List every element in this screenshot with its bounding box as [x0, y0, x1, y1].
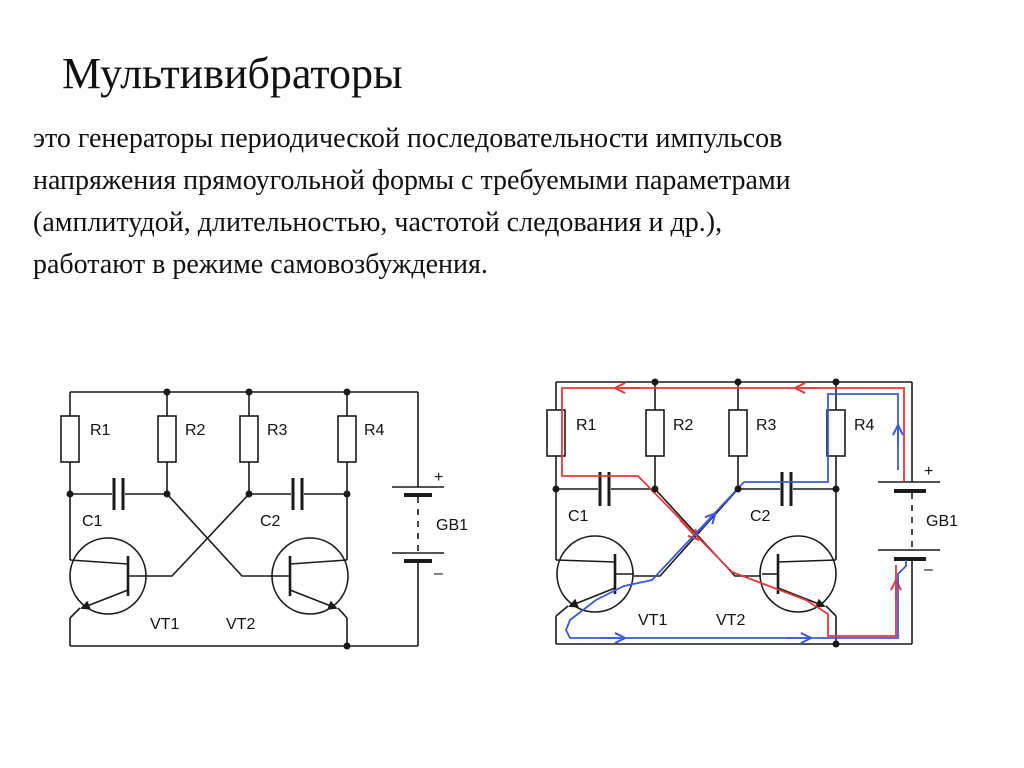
label-gb1: GB1: [436, 517, 468, 534]
battery-minus-sign-right: –: [924, 561, 933, 578]
description-line: напряжения прямоугольной формы с требуем…: [33, 165, 791, 196]
description-line: работают в режиме самовозбуждения.: [33, 249, 488, 280]
label-gb1-right: GB1: [926, 513, 958, 530]
resistor-r1: [60, 392, 80, 494]
resistor-r3: [239, 392, 259, 494]
battery-plus-sign-right: +: [924, 463, 933, 480]
label-r4: R4: [364, 422, 385, 439]
current-path-red: [561, 388, 905, 637]
label-r1-right: R1: [576, 417, 597, 434]
transistor-vt2-right: [759, 535, 837, 644]
label-vt2: VT2: [226, 616, 255, 633]
battery-gb1-right: [878, 481, 940, 561]
description-line: (амплитудой, длительностью, частотой сле…: [33, 207, 723, 238]
junction-dots-left: [66, 388, 351, 650]
transistor-vt1: [69, 537, 147, 646]
resistor-r2: [157, 392, 177, 494]
label-r2-right: R2: [673, 417, 694, 434]
slide-title: Мультивибраторы: [62, 49, 403, 98]
label-vt1: VT1: [150, 616, 179, 633]
resistor-r2-right: [645, 382, 665, 489]
battery-plus-sign: +: [434, 469, 443, 486]
label-c1-right: C1: [568, 508, 589, 525]
label-r4-right: R4: [854, 417, 875, 434]
label-vt1-right: VT1: [638, 612, 667, 629]
resistor-r4: [337, 392, 357, 494]
capacitor-c2: [249, 478, 347, 510]
label-r1: R1: [90, 422, 111, 439]
transistor-vt2: [271, 537, 349, 646]
battery-gb1: [392, 486, 444, 563]
description-line: это генераторы периодической последовате…: [33, 123, 783, 154]
junction-dots-right: [552, 378, 840, 648]
label-r3: R3: [267, 422, 288, 439]
label-c2-right: C2: [750, 508, 771, 525]
circuit-left: [60, 391, 444, 647]
label-c1: C1: [82, 513, 103, 530]
capacitor-c1: [70, 478, 167, 510]
resistor-r1-right: [546, 409, 566, 489]
battery-minus-sign: –: [434, 565, 443, 582]
circuit-right: [546, 381, 940, 645]
label-vt2-right: VT2: [716, 612, 745, 629]
capacitor-c1-right: [556, 472, 655, 506]
resistor-r4-right: [826, 382, 846, 489]
label-r3-right: R3: [756, 417, 777, 434]
label-r2: R2: [185, 422, 206, 439]
slide-description: это генераторы периодической последовате…: [33, 118, 993, 286]
label-c2: C2: [260, 513, 281, 530]
capacitor-c2-right: [738, 472, 836, 506]
current-path-blue: [565, 393, 907, 638]
resistor-r3-right: [728, 382, 748, 489]
transistor-vt1-right: [555, 535, 634, 644]
